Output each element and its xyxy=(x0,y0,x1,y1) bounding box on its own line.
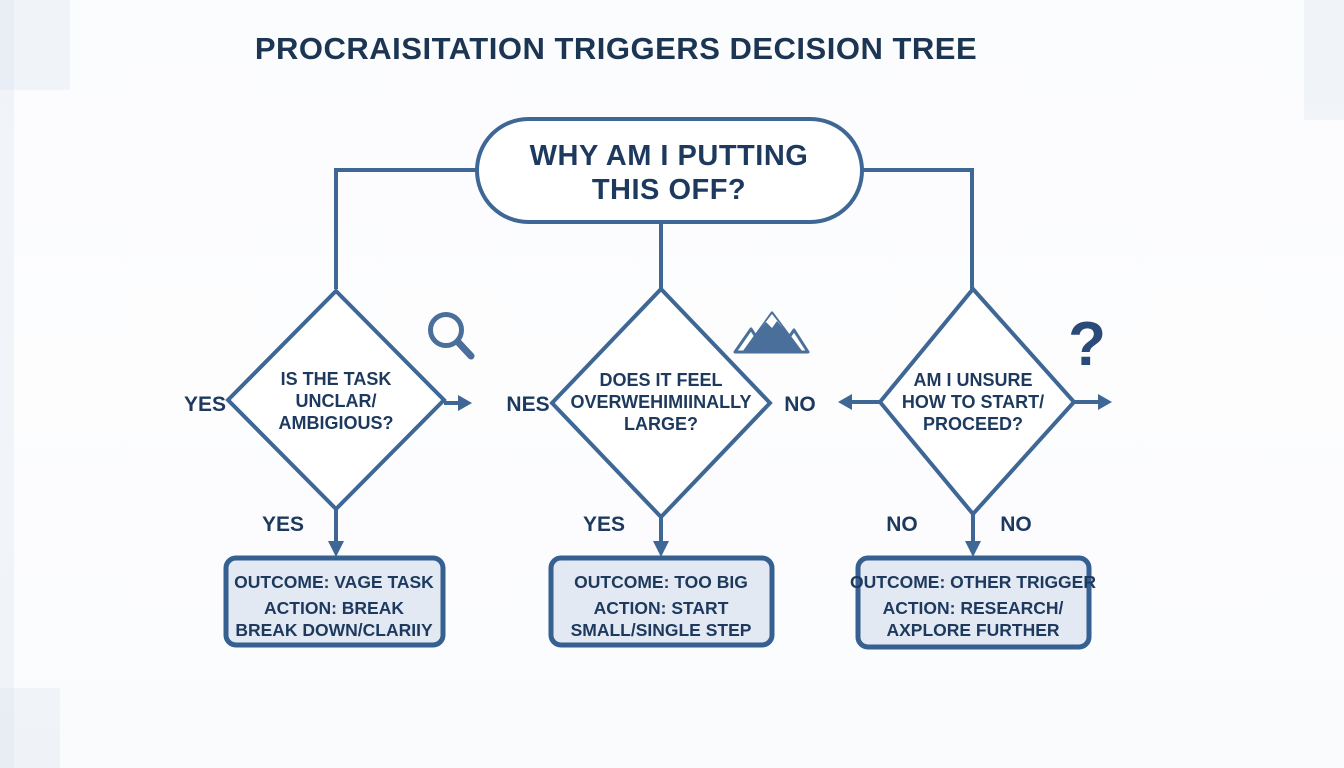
left-action-line1: ACTION: BREAK xyxy=(264,598,404,618)
left-down-arrowhead xyxy=(328,541,344,557)
middle-down-arrowhead xyxy=(653,541,669,557)
middle-branch-west-label: NES xyxy=(506,393,549,416)
right-question-line3: PROCEED? xyxy=(923,414,1023,434)
middle-question-line3: LARGE? xyxy=(624,414,698,434)
diagram-title: PROCRAISITATION TRIGGERS DECISION TREE xyxy=(255,31,977,66)
middle-action-line1: ACTION: START xyxy=(594,598,729,618)
middle-branch-east-label: NO xyxy=(784,393,816,416)
middle-outcome-box xyxy=(548,555,775,648)
question-mark-icon: ? xyxy=(1068,310,1106,379)
branch-unsure-how-to-start: AM I UNSURE HOW TO START/ PROCEED? ? NO … xyxy=(838,285,1112,650)
middle-branch-yes-label: YES xyxy=(583,513,625,536)
branch-overwhelming-task: DOES IT FEEL OVERWEHIMIINALLY LARGE? NES… xyxy=(506,286,816,648)
left-question-line1: IS THE TASK xyxy=(281,369,392,389)
middle-outcome-text: OUTCOME: TOO BIG xyxy=(574,572,748,592)
left-branch-yes-label: YES xyxy=(262,513,304,536)
right-question-line1: AM I UNSURE xyxy=(913,370,1032,390)
connector-root-to-right-diamond xyxy=(862,168,974,289)
root-question-line1: WHY AM I PUTTING xyxy=(530,140,809,172)
right-diamond-west-arrowhead xyxy=(838,394,852,410)
left-outcome-box xyxy=(223,555,446,648)
root-question-line2: THIS OFF? xyxy=(592,174,746,206)
right-action-line2: AXPLORE FURTHER xyxy=(886,620,1059,640)
right-outcome-text: OUTCOME: OTHER TRIGGER xyxy=(850,572,1096,592)
root-question-node: WHY AM I PUTTING THIS OFF? xyxy=(475,117,864,224)
middle-question-line1: DOES IT FEEL xyxy=(599,370,722,390)
left-diamond-east-arrowhead xyxy=(458,395,472,411)
right-branch-no-label-right: NO xyxy=(1000,513,1032,536)
right-down-arrowhead xyxy=(965,541,981,557)
right-branch-no-label-left: NO xyxy=(886,513,918,536)
right-outcome-box xyxy=(855,555,1092,650)
root-oval xyxy=(475,117,864,224)
left-action-line2: BREAK DOWN/CLARIIY xyxy=(235,620,433,640)
right-action-line1: ACTION: RESEARCH/ xyxy=(883,598,1064,618)
right-diamond-east-arrowhead xyxy=(1098,394,1112,410)
right-question-line2: HOW TO START/ xyxy=(902,392,1044,412)
branch-unclear-task: IS THE TASK UNCLAR/ AMBIGIOUS? YES YES O… xyxy=(184,288,475,648)
middle-question-line2: OVERWEHIMIINALLY xyxy=(570,392,751,412)
magnifier-icon xyxy=(428,312,475,360)
left-branch-west-label: YES xyxy=(184,393,226,416)
mountain-icon xyxy=(733,311,810,354)
connector-root-to-left-diamond xyxy=(334,168,477,289)
left-question-line3: AMBIGIOUS? xyxy=(279,413,394,433)
middle-action-line2: SMALL/SINGLE STEP xyxy=(571,620,752,640)
left-outcome-text: OUTCOME: VAGE TASK xyxy=(234,572,434,592)
left-question-line2: UNCLAR/ xyxy=(296,391,377,411)
